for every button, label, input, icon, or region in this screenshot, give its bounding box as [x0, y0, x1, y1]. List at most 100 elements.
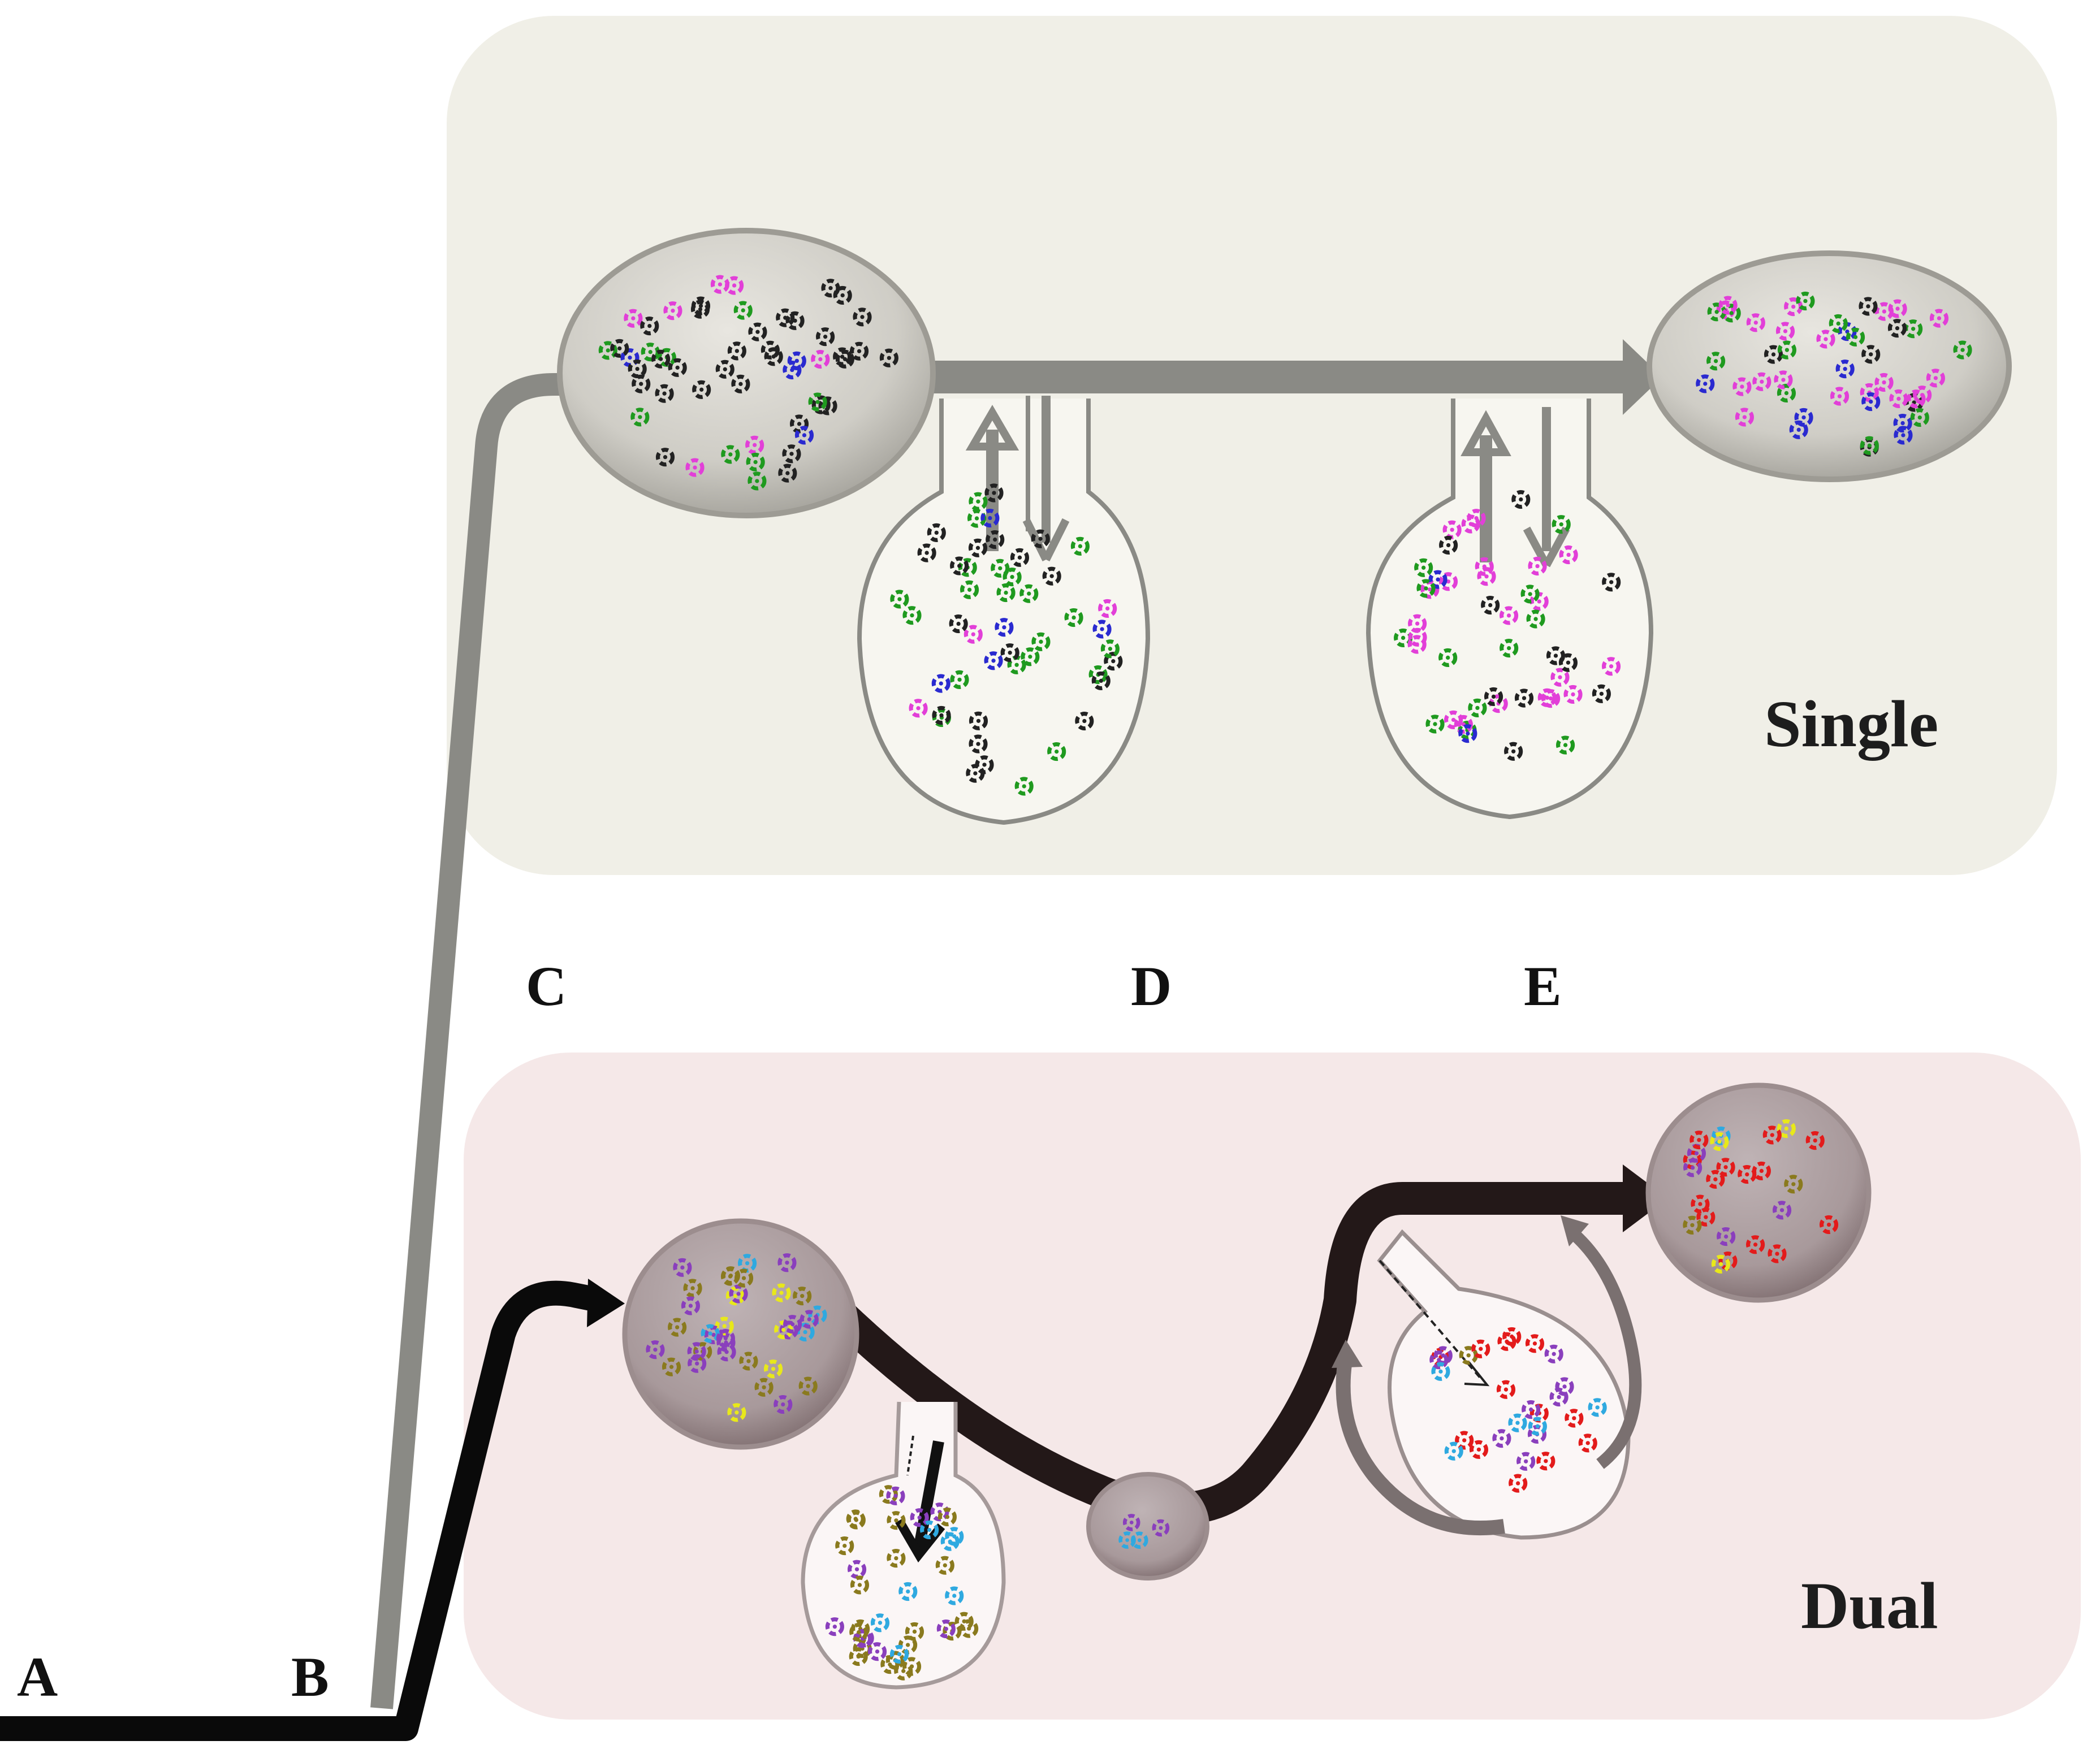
flower-dot-icon — [789, 414, 809, 434]
flower-dot-icon — [1775, 322, 1795, 341]
flower-dot-icon — [945, 1527, 964, 1546]
flower-dot-icon — [1711, 1254, 1730, 1274]
flower-dot-icon — [984, 651, 1003, 670]
flower-dot-icon — [1846, 327, 1865, 347]
flower-dot-icon — [1455, 1431, 1474, 1450]
flower-dot-icon — [663, 301, 682, 321]
flower-dot-icon — [1431, 1362, 1450, 1381]
flower-dot-icon — [787, 351, 806, 370]
dual-arrowhead-right — [1623, 1164, 1668, 1232]
flower-dot-icon — [954, 1612, 974, 1631]
flower-dot-icon — [727, 1403, 746, 1422]
flower-dot-icon — [1541, 689, 1561, 708]
flower-dot-icon — [646, 1340, 665, 1359]
flower-dot-icon — [1710, 1132, 1729, 1151]
flower-dot-icon — [905, 1622, 924, 1641]
single-path — [370, 373, 577, 1709]
flower-dot-icon — [1416, 579, 1436, 598]
flower-dot-icon — [1070, 536, 1090, 556]
flower-dot-icon — [764, 347, 783, 366]
dual-small-bubble — [1086, 1472, 1209, 1581]
single-main-arrow-shaft — [916, 361, 1628, 393]
flower-dot-icon — [701, 1324, 720, 1343]
flower-dot-icon — [1408, 627, 1427, 647]
flower-dot-icon — [1602, 573, 1621, 592]
flower-dot-icon — [1536, 1452, 1555, 1471]
flower-dot-icon — [1893, 413, 1912, 433]
flower-dot-icon — [1458, 724, 1477, 743]
flower-dot-icon — [1428, 570, 1447, 589]
flower-dot-icon — [1469, 1440, 1489, 1459]
flower-dot-icon — [1118, 1531, 1136, 1549]
flower-dot-icon — [774, 1395, 793, 1414]
flower-dot-icon — [1559, 545, 1578, 565]
flower-dot-icon — [1031, 632, 1051, 651]
flower-dot-icon — [754, 1378, 774, 1397]
flower-dot-icon — [1716, 1158, 1735, 1177]
single-end-bubble — [1647, 250, 2012, 482]
flower-dot-icon — [1047, 742, 1066, 761]
flower-dot-icon — [1696, 374, 1715, 393]
flower-dot-icon — [920, 1520, 939, 1540]
flower-dot-icon — [968, 538, 988, 557]
flower-dot-icon — [1425, 715, 1445, 734]
flower-dot-icon — [879, 348, 898, 367]
flower-dot-icon — [640, 317, 659, 336]
flower-dot-icon — [1752, 1161, 1771, 1180]
flower-dot-icon — [1511, 490, 1531, 509]
flower-dot-icon — [960, 580, 979, 599]
flower-dot-icon — [793, 1287, 812, 1306]
flower-dot-icon — [683, 1279, 702, 1298]
flower-dot-icon — [966, 764, 985, 783]
flower-dot-icon — [1021, 647, 1040, 666]
flower-dot-icon — [798, 1376, 818, 1396]
flower-dot-icon — [1509, 1474, 1528, 1493]
single-main-arrowhead — [1623, 339, 1662, 415]
flower-dot-icon — [1444, 1441, 1463, 1461]
flower-dot-icon — [902, 606, 922, 625]
flower-dot-icon — [880, 1655, 900, 1674]
flower-dot-icon — [1064, 608, 1083, 627]
flower-dot-icon — [1526, 609, 1545, 629]
flower-dot-icon — [1860, 436, 1879, 455]
flower-dot-icon — [1752, 372, 1771, 391]
label-single: Single — [1764, 687, 1938, 761]
flower-dot-icon — [969, 734, 988, 754]
flower-dot-icon — [1442, 520, 1462, 539]
flower-dot-icon — [710, 275, 730, 294]
flower-dot-icon — [1528, 556, 1547, 576]
label-d: D — [1131, 955, 1172, 1017]
flower-dot-icon — [794, 426, 814, 445]
flower-dot-icon — [681, 1296, 701, 1315]
flower-dot-icon — [1738, 1165, 1757, 1184]
flower-dot-icon — [1830, 387, 1850, 406]
flower-dot-icon — [1588, 1398, 1607, 1417]
flower-dot-icon — [886, 1486, 905, 1505]
flower-dot-icon — [1894, 426, 1913, 445]
flower-dot-icon — [1774, 370, 1793, 389]
flower-dot-icon — [1926, 369, 1945, 388]
flower-dot-icon — [969, 492, 988, 511]
flower-dot-icon — [624, 309, 643, 328]
flower-dot-icon — [1537, 688, 1557, 707]
flower-dot-icon — [668, 358, 687, 377]
flower-dot-icon — [1816, 330, 1835, 349]
flower-dot-icon — [655, 448, 675, 467]
flower-dot-icon — [1484, 687, 1503, 707]
flower-dot-icon — [1558, 653, 1578, 672]
flower-dot-icon — [1717, 1227, 1736, 1246]
flower-dot-icon — [1789, 420, 1808, 439]
flower-dot-icon — [991, 558, 1010, 578]
flower-dot-icon — [1929, 309, 1949, 328]
flower-dot-icon — [1000, 643, 1019, 663]
flower-dot-icon — [1546, 646, 1566, 665]
flower-dot-icon — [935, 1556, 954, 1575]
flower-dot-icon — [898, 1582, 918, 1601]
flower-dot-icon — [927, 523, 946, 542]
flower-dot-icon — [748, 322, 767, 341]
flower-dot-icon — [931, 674, 950, 693]
flower-dot-icon — [849, 341, 869, 361]
flower-dot-icon — [969, 711, 988, 730]
flower-dot-icon — [746, 452, 765, 472]
flower-dot-icon — [1907, 389, 1926, 409]
